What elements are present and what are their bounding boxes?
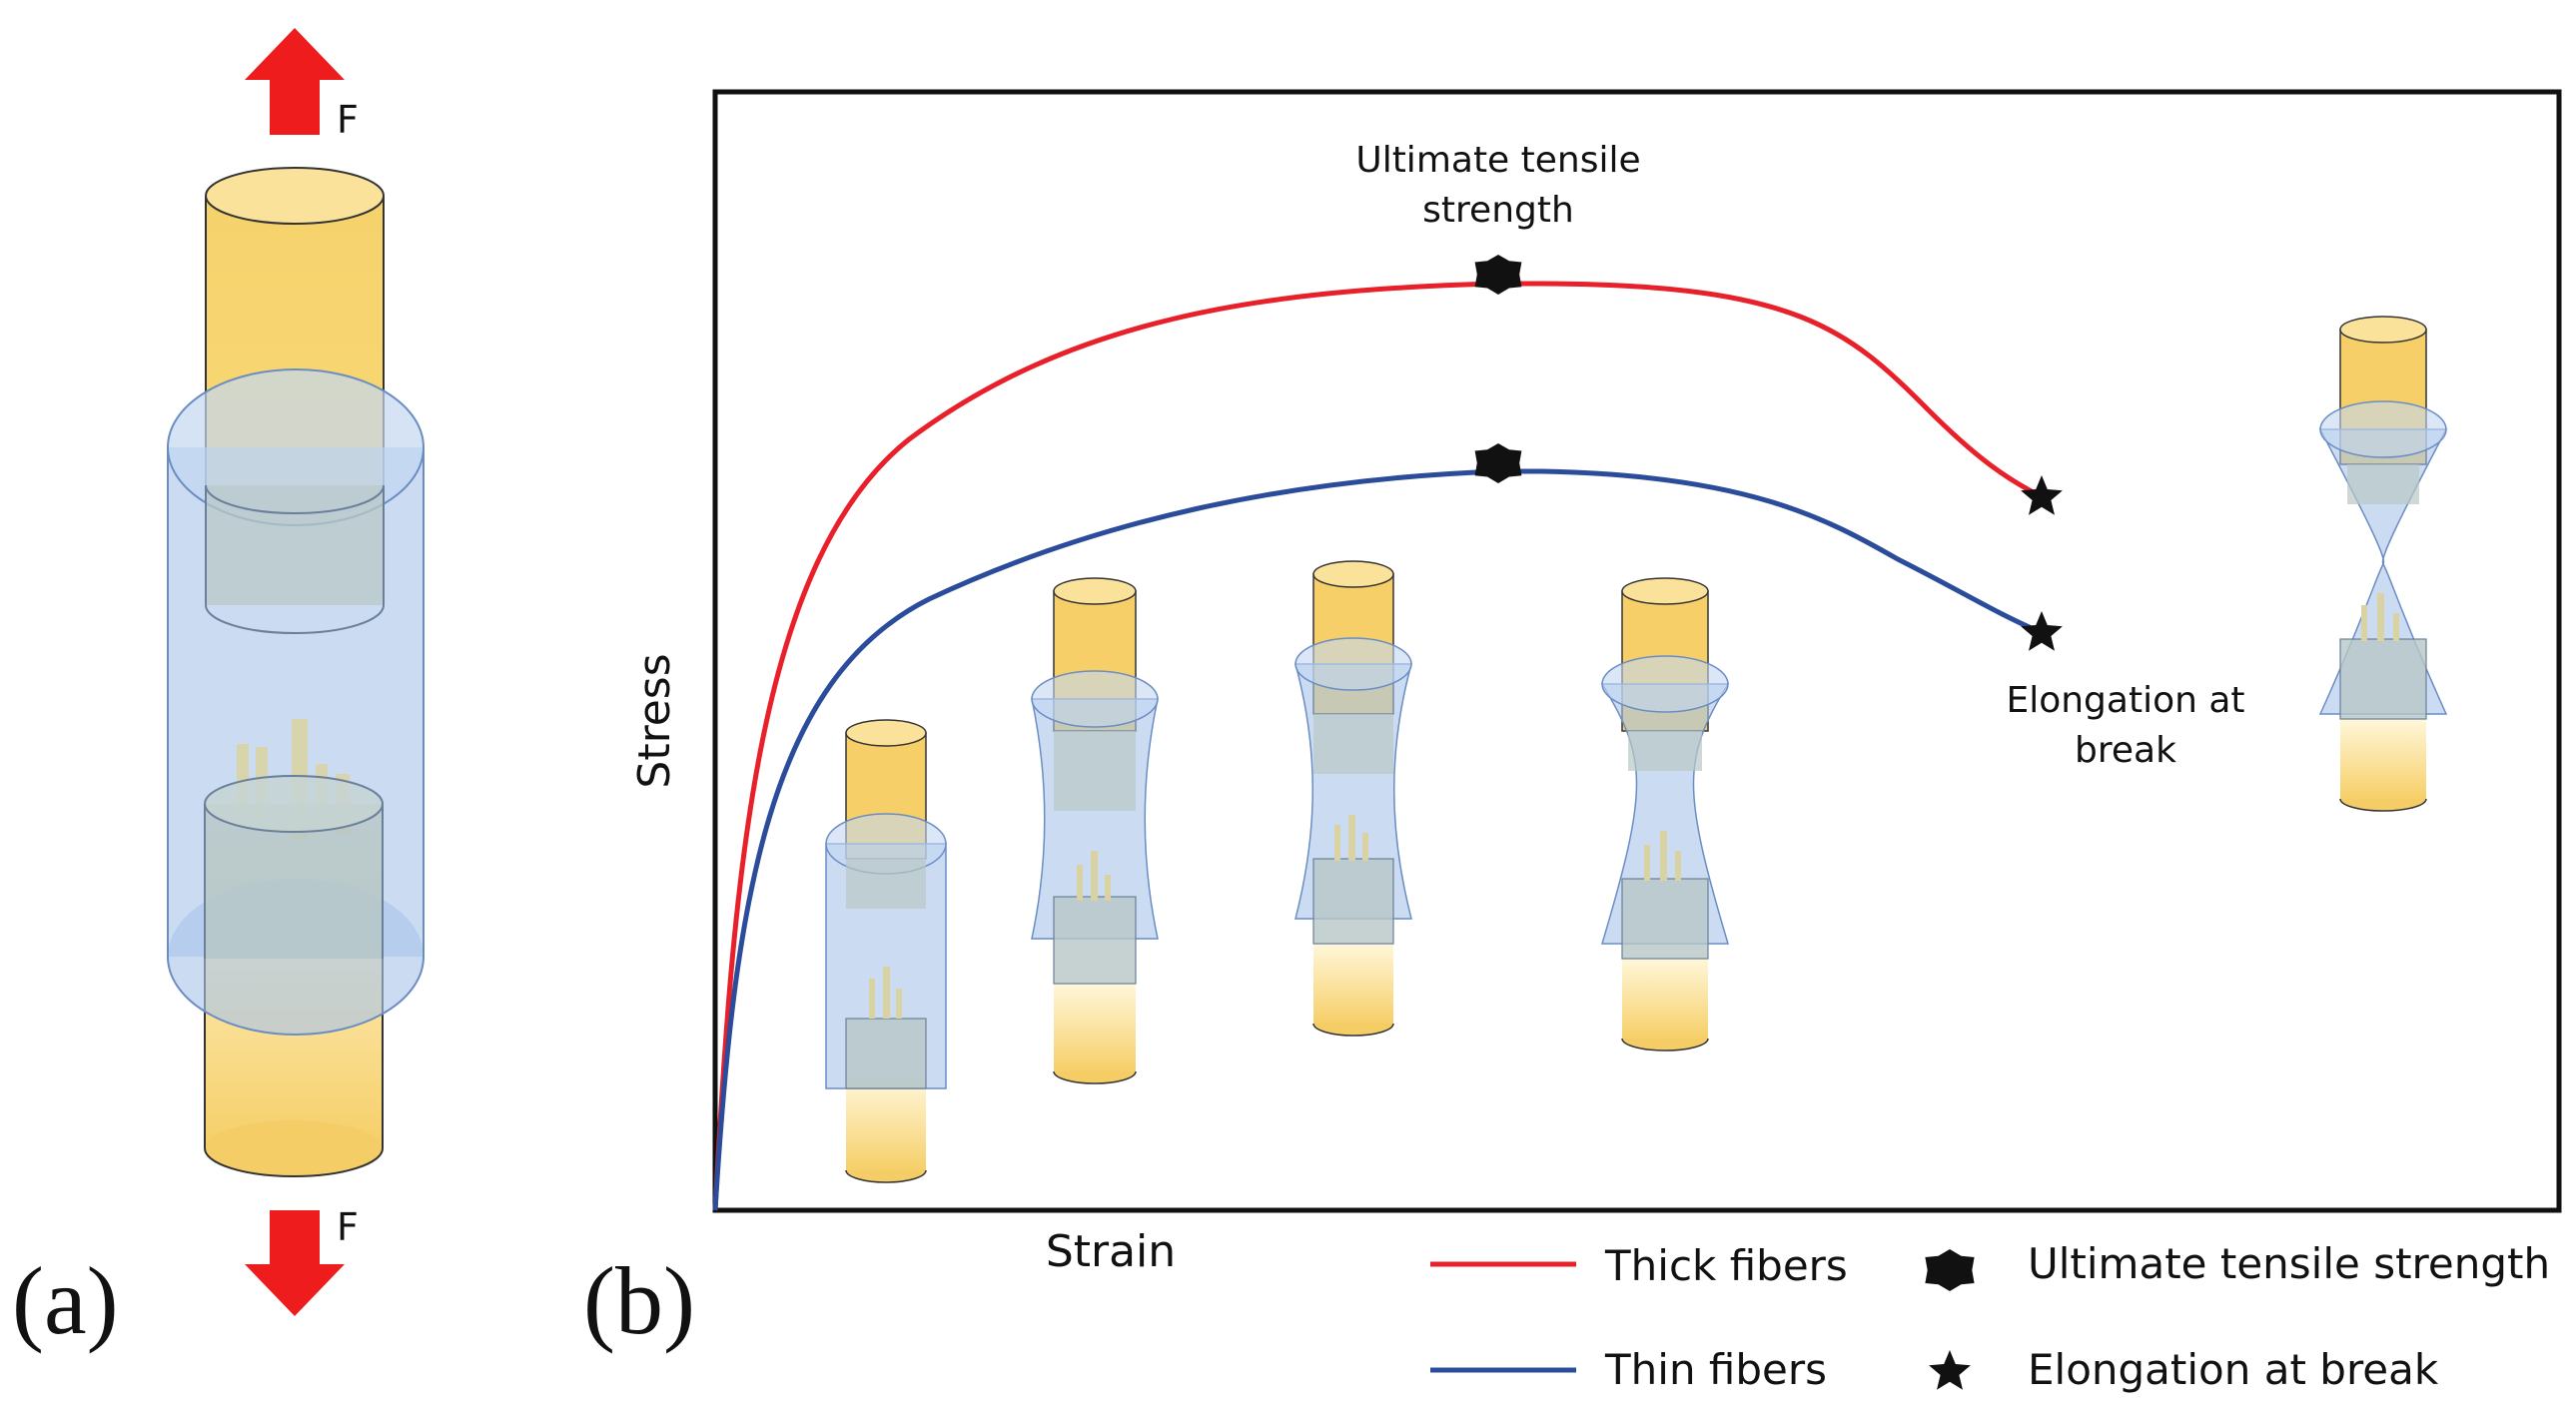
panel-b: Stress Strain Ultimate tensile strength … xyxy=(583,89,2562,1354)
uts-marker-thin-icon xyxy=(1474,443,1522,483)
force-label-top: F xyxy=(337,98,359,142)
specimen-stage-1 xyxy=(825,719,947,1183)
panel-a-label: (a) xyxy=(12,1247,119,1354)
thick-fibers-curve xyxy=(712,281,2043,1211)
specimen-stage-5 xyxy=(2318,316,2448,812)
break-marker-thick-icon xyxy=(2021,475,2063,515)
legend-uts-marker-icon xyxy=(1925,1249,1975,1291)
inner-top-fiber xyxy=(205,484,385,634)
break-marker-thin-icon xyxy=(2021,611,2063,651)
thin-fibers-curve xyxy=(712,468,2042,1211)
y-axis-label: Stress xyxy=(629,653,680,788)
inner-bottom-fiber xyxy=(204,775,384,959)
x-axis-label: Strain xyxy=(1046,1226,1176,1277)
plot-frame xyxy=(712,89,2562,1213)
force-arrow-down-icon xyxy=(245,1210,345,1316)
legend-uts-label: Ultimate tensile strength xyxy=(2028,1239,2550,1288)
specimen-stage-3 xyxy=(1294,560,1412,1037)
break-annotation-line1: Elongation at xyxy=(2006,680,2244,721)
uts-marker-thick-icon xyxy=(1474,255,1522,295)
uts-annotation-line1: Ultimate tensile xyxy=(1355,140,1640,181)
panel-b-label: (b) xyxy=(583,1247,695,1354)
uts-annotation-line2: strength xyxy=(1422,190,1574,231)
legend-break-label: Elongation at break xyxy=(2028,1345,2439,1394)
legend-thick-label: Thick fibers xyxy=(1604,1241,1848,1290)
legend-break-marker-icon xyxy=(1929,1350,1971,1390)
force-label-bottom: F xyxy=(337,1205,359,1249)
specimen-stage-4 xyxy=(1600,577,1730,1052)
legend: Thick fibers Thin fibers Ultimate tensil… xyxy=(1430,1239,2550,1394)
specimen-stage-2 xyxy=(1031,577,1159,1084)
legend-thin-label: Thin fibers xyxy=(1604,1345,1827,1394)
break-annotation-line2: break xyxy=(2075,730,2176,771)
panel-a: F xyxy=(12,28,425,1354)
force-arrow-up-icon xyxy=(245,28,345,135)
